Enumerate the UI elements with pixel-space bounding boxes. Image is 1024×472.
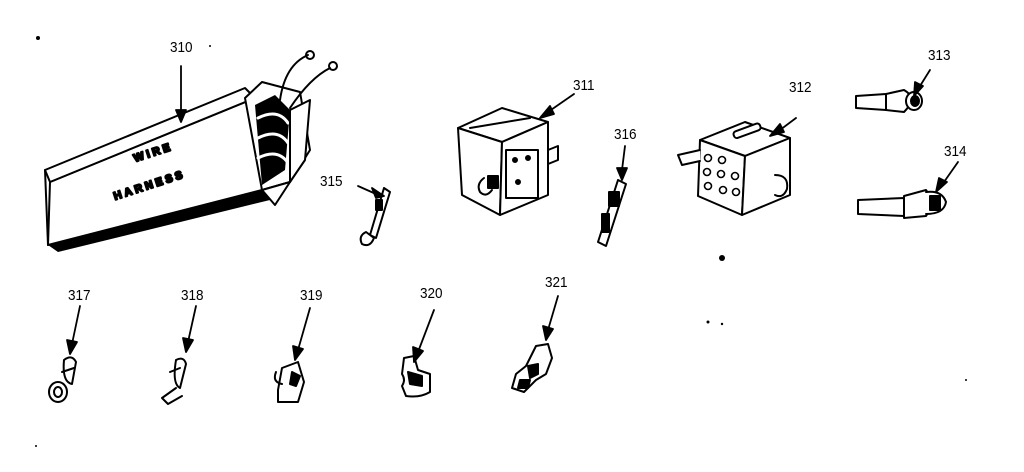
label-313: 313	[928, 47, 951, 64]
terminal-317-part	[48, 356, 77, 403]
terminal-319-part	[273, 361, 305, 403]
label-315: 315	[320, 173, 343, 190]
terminal-321-part	[511, 343, 553, 393]
label-321: 321	[545, 274, 568, 291]
label-311: 311	[573, 77, 595, 94]
label-316: 316	[614, 126, 637, 143]
scan-specks	[35, 36, 967, 447]
label-314: 314	[944, 143, 967, 160]
label-312: 312	[789, 79, 812, 96]
leader-arrows	[66, 65, 959, 363]
terminal-318-part	[161, 357, 187, 405]
terminal-316-part	[597, 179, 627, 247]
wire-harness-part: WIRE HARNESS	[44, 50, 338, 252]
terminal-313-part	[855, 89, 923, 113]
terminal-320-part	[401, 355, 431, 398]
terminal-315-part	[359, 187, 391, 247]
label-318: 318	[181, 287, 204, 304]
label-320: 320	[420, 285, 443, 302]
label-319: 319	[300, 287, 323, 304]
label-310: 310	[170, 39, 193, 56]
connector-block-part	[457, 107, 559, 216]
connector-housing-part	[677, 121, 791, 216]
label-317: 317	[68, 287, 91, 304]
terminal-314-part	[857, 189, 947, 219]
